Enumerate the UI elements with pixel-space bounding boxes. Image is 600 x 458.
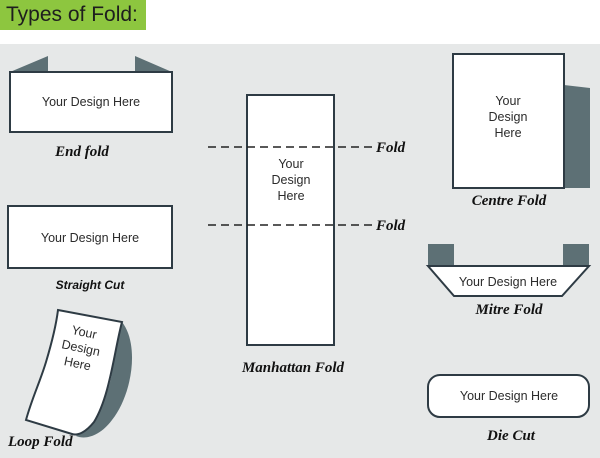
loop-fold-diagram: Your Design Here Loop Fold	[7, 308, 133, 450]
die-cut-diagram: Your Design Here Die Cut	[427, 374, 590, 444]
die-cut-panel	[427, 374, 590, 418]
page-title: Types of Fold:	[0, 0, 146, 30]
manhattan-fold-text-3: Here	[277, 189, 304, 203]
centre-fold-text-1: Your	[495, 94, 520, 108]
straight-cut-diagram: Your Design Here Straight Cut	[7, 205, 173, 292]
manhattan-fold-panel	[246, 94, 335, 346]
manhattan-fold-diagram: Fold Fold Your Design Here Manhattan Fol…	[208, 94, 406, 376]
centre-fold-caption: Centre Fold	[472, 193, 547, 209]
centre-fold-text-3: Here	[494, 126, 521, 140]
die-cut-design-text: Your Design Here	[460, 389, 558, 403]
loop-fold-caption: Loop Fold	[7, 434, 73, 450]
straight-cut-caption: Straight Cut	[56, 278, 126, 292]
loop-fold-sheet	[24, 308, 124, 436]
die-cut-caption: Die Cut	[486, 428, 536, 444]
end-fold-caption: End fold	[54, 144, 109, 160]
mitre-fold-caption: Mitre Fold	[474, 302, 543, 318]
manhattan-fold-caption: Manhattan Fold	[241, 360, 345, 376]
end-fold-left-flap	[10, 56, 48, 72]
straight-cut-design-text: Your Design Here	[41, 231, 139, 245]
mitre-fold-left-flap	[428, 244, 454, 267]
end-fold-diagram: Your Design Here End fold	[9, 56, 173, 160]
manhattan-fold-marker-bottom: Fold	[375, 218, 406, 234]
mitre-fold-right-flap	[563, 244, 589, 267]
manhattan-fold-marker-top: Fold	[375, 140, 406, 156]
straight-cut-panel	[7, 205, 173, 269]
centre-fold-panel	[452, 53, 565, 189]
centre-fold-diagram: Your Design Here Centre Fold	[452, 53, 590, 209]
end-fold-right-flap	[135, 56, 172, 72]
mitre-fold-diagram: Your Design Here Mitre Fold	[425, 244, 592, 318]
manhattan-fold-text-2: Design	[272, 173, 311, 187]
loop-fold-text-3: Here	[63, 354, 92, 373]
end-fold-design-text: Your Design Here	[42, 95, 140, 109]
end-fold-panel	[9, 71, 173, 133]
manhattan-fold-text-1: Your	[278, 157, 303, 171]
mitre-fold-design-text: Your Design Here	[459, 275, 557, 289]
centre-fold-flap	[564, 85, 590, 188]
loop-fold-curl	[76, 322, 133, 438]
mitre-fold-panel	[425, 265, 592, 297]
centre-fold-text-2: Design	[489, 110, 528, 124]
loop-fold-text-1: Your	[70, 323, 98, 342]
